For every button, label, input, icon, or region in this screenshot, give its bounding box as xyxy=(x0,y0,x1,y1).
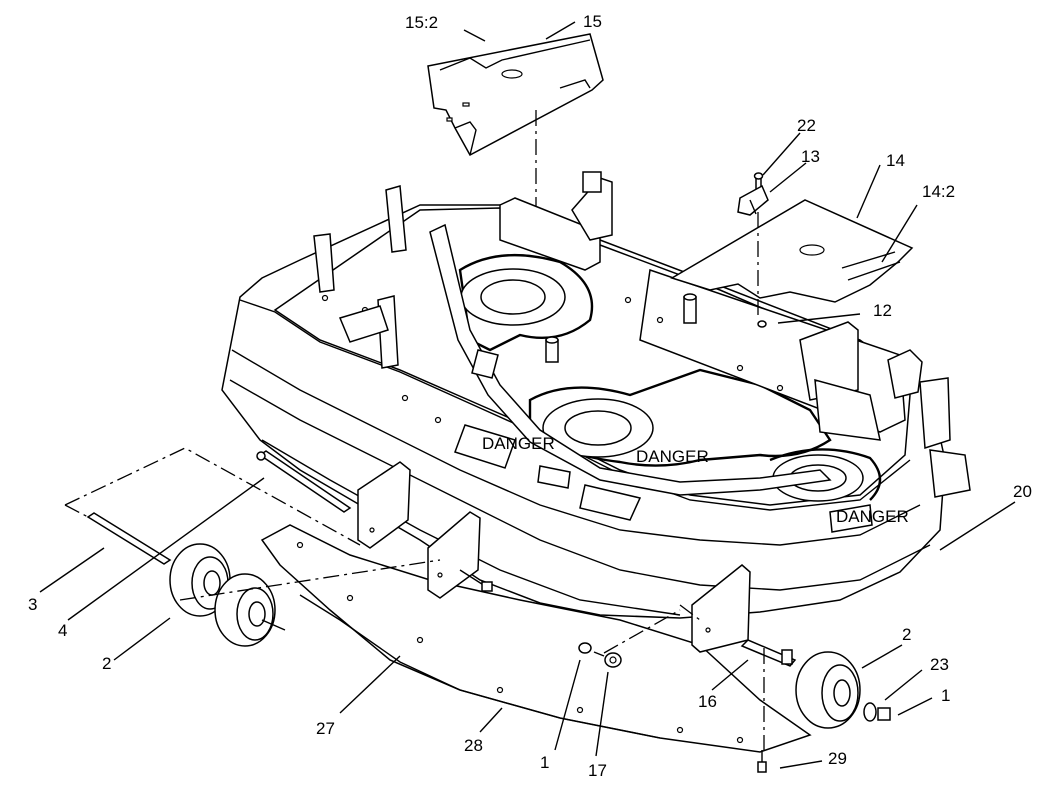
callout-23: 23 xyxy=(930,655,949,674)
callout-2-right: 2 xyxy=(902,625,911,644)
callout-2-left: 2 xyxy=(102,654,111,673)
decal-text-1: DANGER xyxy=(482,434,555,453)
hardware-1-17 xyxy=(578,642,622,668)
callout-28: 28 xyxy=(464,736,483,755)
assembly-lines xyxy=(64,447,767,773)
callout-1-bottom: 1 xyxy=(540,753,549,772)
callout-13: 13 xyxy=(801,147,820,166)
callout-15: 15 xyxy=(583,12,602,31)
callout-15-2: 15:2 xyxy=(405,13,438,32)
callout-14-2: 14:2 xyxy=(922,182,955,201)
deflector-plate-14 xyxy=(670,199,914,303)
leader-lines xyxy=(39,21,1016,769)
callout-labels: 15:2 15 22 13 14 14:2 12 20 3 4 2 27 28 … xyxy=(28,12,1032,780)
right-caster-wheel xyxy=(740,639,891,729)
decal-text-3: DANGER xyxy=(836,507,909,526)
nut-12 xyxy=(757,320,767,328)
callout-4: 4 xyxy=(58,621,67,640)
callout-29: 29 xyxy=(828,749,847,768)
callout-27: 27 xyxy=(316,719,335,738)
callout-20: 20 xyxy=(1013,482,1032,501)
callout-14: 14 xyxy=(886,151,905,170)
front-baffle-27-28 xyxy=(260,524,812,753)
callout-1-right: 1 xyxy=(941,686,950,705)
deflector-plate-15 xyxy=(427,33,604,157)
callout-17: 17 xyxy=(588,761,607,780)
front-brackets xyxy=(357,461,751,653)
left-caster-wheels xyxy=(169,543,286,647)
axle-rods xyxy=(86,450,352,565)
callout-3: 3 xyxy=(28,595,37,614)
callout-16: 16 xyxy=(698,692,717,711)
callout-22: 22 xyxy=(797,116,816,135)
bracket-13-bolt-22 xyxy=(737,172,769,216)
callout-12: 12 xyxy=(873,301,892,320)
decal-text-2: DANGER xyxy=(636,447,709,466)
